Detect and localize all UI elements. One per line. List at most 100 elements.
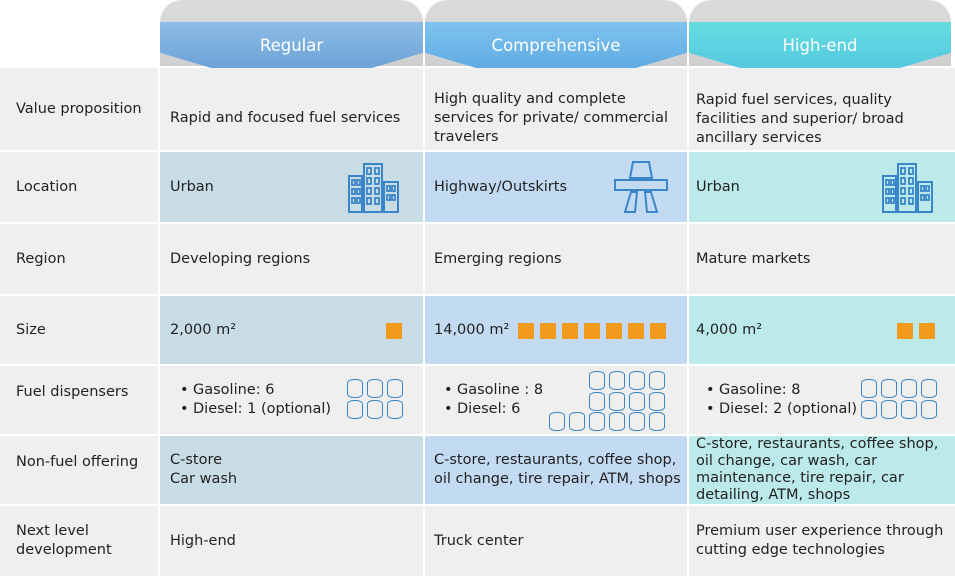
cell-regular: C-store Car wash [160, 436, 423, 504]
cell-comprehensive: Emerging regions [425, 224, 687, 294]
cell-highend: C-store, restaurants, coffee shop, oil c… [689, 436, 955, 504]
row-next-level-development: Next level development High-end Truck ce… [0, 506, 955, 576]
size-square [540, 323, 556, 339]
cell-regular: High-end [160, 506, 423, 576]
fuel-dispenser-icons [347, 379, 403, 419]
row-size: Size 2,000 m² 14,000 m² 4,000 m² [0, 296, 955, 364]
fuel-tank-icon [367, 379, 383, 398]
cell-text: C-store, restaurants, coffee shop, oil c… [696, 436, 939, 503]
header-regular-label: Regular [259, 36, 324, 55]
fuel-tank-icon [629, 392, 645, 411]
row-label: Next level development [0, 506, 158, 576]
fuel-tank-icon [881, 400, 897, 419]
size-square [606, 323, 622, 339]
fuel-tank-icon [629, 371, 645, 390]
size-square [628, 323, 644, 339]
fuel-tank-icon [387, 379, 403, 398]
fuel-tank-icon [387, 400, 403, 419]
cell-text: Car wash [170, 471, 238, 487]
list-item: Diesel: 2 (optional) [704, 400, 857, 419]
fuel-tank-icon [367, 400, 383, 419]
cell-text: C-store, restaurants, coffee shop, oil c… [434, 452, 681, 487]
cell-text: Urban [170, 178, 214, 195]
cell-highend: Rapid fuel services, quality facilities … [689, 68, 955, 150]
row-label: Fuel dispensers [0, 366, 158, 434]
cell-regular: Rapid and focused fuel services [160, 68, 423, 150]
fuel-tank-icon [347, 400, 363, 419]
size-squares [518, 323, 666, 339]
list-item: Diesel: 6 [442, 400, 543, 419]
highway-icon [614, 161, 668, 213]
row-non-fuel-offering: Non-fuel offering C-store Car wash C-sto… [0, 436, 955, 504]
size-square [518, 323, 534, 339]
fuel-dispenser-icons [861, 379, 937, 419]
row-value-proposition: Value proposition Rapid and focused fuel… [0, 68, 955, 150]
header-highend-label: High-end [782, 36, 858, 55]
header-comprehensive-label: Comprehensive [491, 36, 621, 55]
fuel-tank-icon [861, 400, 877, 419]
fuel-tank-icon [609, 412, 625, 431]
cell-regular: Urban [160, 152, 423, 222]
list-item: Gasoline: 8 [704, 381, 857, 400]
cell-comprehensive: Gasoline : 8 Diesel: 6 [425, 366, 687, 434]
fuel-tank-icon [881, 379, 897, 398]
row-label: Location [0, 152, 158, 222]
size-square [650, 323, 666, 339]
fuel-list: Gasoline : 8 Diesel: 6 [442, 381, 543, 419]
cell-comprehensive: C-store, restaurants, coffee shop, oil c… [425, 436, 687, 504]
cell-text: C-store [170, 452, 223, 468]
cell-text: Urban [696, 178, 740, 195]
size-squares [897, 323, 935, 339]
fuel-tank-icon [609, 371, 625, 390]
fuel-tank-icon [921, 400, 937, 419]
fuel-tank-icon [569, 412, 585, 431]
row-label: Size [0, 296, 158, 364]
fuel-tank-icon [609, 392, 625, 411]
cell-highend: Urban [689, 152, 955, 222]
fuel-tank-icon [549, 412, 565, 431]
fuel-tank-icon [901, 400, 917, 419]
row-region: Region Developing regions Emerging regio… [0, 224, 955, 294]
cell-text: Truck center [434, 532, 524, 549]
cell-comprehensive: High quality and complete services for p… [425, 68, 687, 150]
list-item: Gasoline: 6 [178, 381, 331, 400]
cell-text: 4,000 m² [696, 321, 763, 338]
cell-regular: Gasoline: 6 Diesel: 1 (optional) [160, 366, 423, 434]
cell-text: High-end [170, 532, 236, 549]
fuel-tank-icon [921, 379, 937, 398]
size-square [584, 323, 600, 339]
size-square [386, 323, 402, 339]
fuel-tank-icon [649, 412, 665, 431]
list-item: Gasoline : 8 [442, 381, 543, 400]
size-square [919, 323, 935, 339]
cell-highend: Premium user experience through cutting … [689, 506, 955, 576]
fuel-tank-icon [347, 379, 363, 398]
cell-text: Emerging regions [434, 250, 562, 267]
cell-text: High quality and complete services for p… [434, 90, 668, 145]
cell-text: Highway/Outskirts [434, 178, 568, 195]
size-square [897, 323, 913, 339]
diesel-dispenser-icons [549, 412, 665, 431]
cell-highend: 4,000 m² [689, 296, 955, 364]
fuel-tank-icon [589, 371, 605, 390]
cell-regular: Developing regions [160, 224, 423, 294]
cell-text: Rapid fuel services, quality facilities … [696, 91, 904, 146]
cell-regular: 2,000 m² [160, 296, 423, 364]
fuel-dispenser-icons [589, 371, 665, 411]
fuel-tank-icon [629, 412, 645, 431]
cell-text: Mature markets [696, 250, 811, 267]
row-label: Non-fuel offering [0, 436, 158, 504]
cell-text: Premium user experience through cutting … [696, 523, 944, 558]
row-fuel-dispensers: Fuel dispensers Gasoline: 6 Diesel: 1 (o… [0, 366, 955, 434]
cell-text: 2,000 m² [170, 321, 237, 338]
cell-highend: Gasoline: 8 Diesel: 2 (optional) [689, 366, 955, 434]
fuel-tank-icon [649, 392, 665, 411]
cell-text: 14,000 m² [434, 321, 510, 338]
size-square [562, 323, 578, 339]
fuel-list: Gasoline: 8 Diesel: 2 (optional) [704, 381, 857, 419]
fuel-tank-icon [649, 371, 665, 390]
fuel-list: Gasoline: 6 Diesel: 1 (optional) [178, 381, 331, 419]
header-regular: Regular [160, 0, 423, 92]
row-location: Location Urban Highway/Outskirts Urban [0, 152, 955, 222]
cell-comprehensive: 14,000 m² [425, 296, 687, 364]
